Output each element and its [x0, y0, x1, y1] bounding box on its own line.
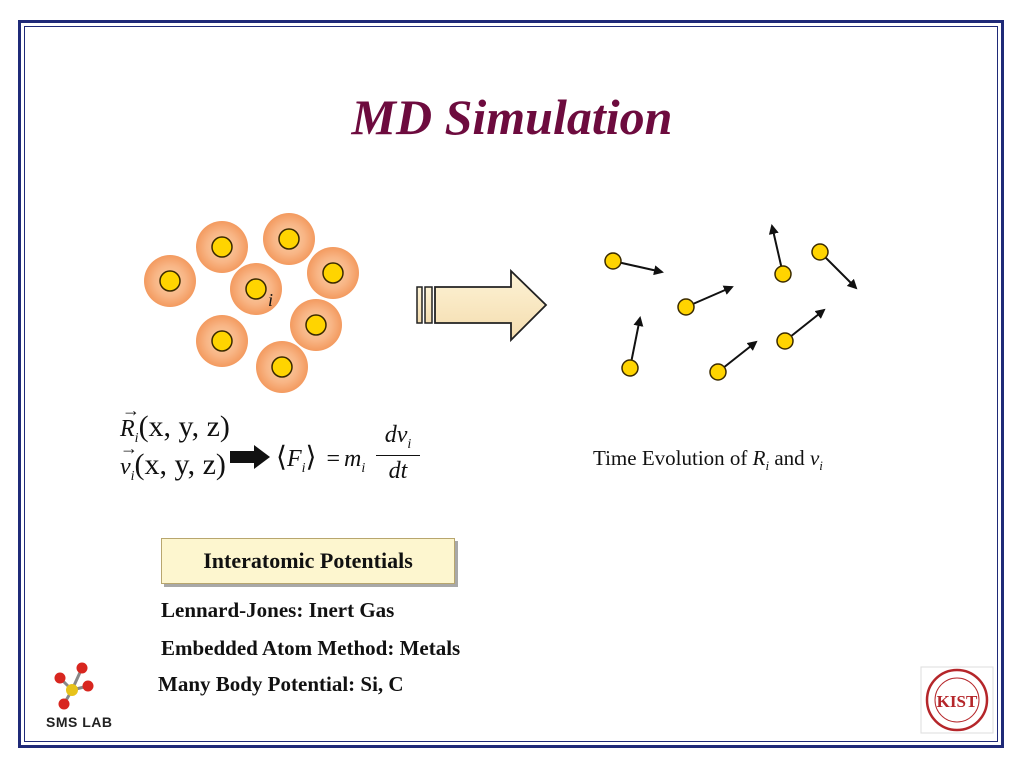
kist-letters: KIST: [937, 692, 978, 711]
kist-seal-icon: KIST: [920, 666, 994, 734]
potentials-heading-box: Interatomic Potentials: [161, 538, 455, 584]
moving-atom-3: [768, 224, 792, 283]
atom-8: [256, 341, 308, 393]
atom-cluster-diagram: i: [144, 213, 359, 393]
atom-i-label: i: [268, 290, 273, 310]
moving-atom-6: [709, 340, 758, 381]
atom-i: [230, 263, 282, 315]
atom-7: [196, 315, 248, 367]
time-evolution-caption: Time Evolution of Ri and vi: [593, 446, 823, 474]
sms-lab-logo-icon: [54, 662, 94, 710]
moving-atom-7: [776, 308, 826, 350]
slide-title: MD Simulation: [351, 89, 673, 145]
sms-lab-logo-text: SMS LAB: [46, 714, 113, 730]
moving-atom-4: [811, 243, 858, 290]
atom-6: [290, 299, 342, 351]
atom-2: [263, 213, 315, 265]
atom-3: [144, 255, 196, 307]
slide-frame-inner: [24, 26, 998, 742]
potential-item-eam: Embedded Atom Method: Metals: [161, 636, 461, 660]
velocity-equation: → vi(x, y, z): [120, 438, 226, 484]
implies-arrow-icon: [230, 445, 270, 469]
potential-item-many-body: Many Body Potential: Si, C: [158, 672, 404, 696]
moving-atom-5: [621, 316, 644, 377]
moving-atom-2: [677, 285, 734, 316]
position-equation: → Ri(x, y, z): [120, 400, 230, 446]
potential-item-lennard-jones: Lennard-Jones: Inert Gas: [161, 598, 395, 622]
moving-atom-1: [604, 252, 664, 276]
atom-5: [307, 247, 359, 299]
force-equation: ⟨Fi⟩ =mi: [276, 442, 366, 476]
derivative-fraction: dvi dt: [376, 422, 420, 485]
velocity-vectors-diagram: [604, 224, 858, 381]
slide-frame-outer: [18, 20, 1004, 748]
atom-1: [196, 221, 248, 273]
block-arrow-icon: [416, 268, 548, 343]
